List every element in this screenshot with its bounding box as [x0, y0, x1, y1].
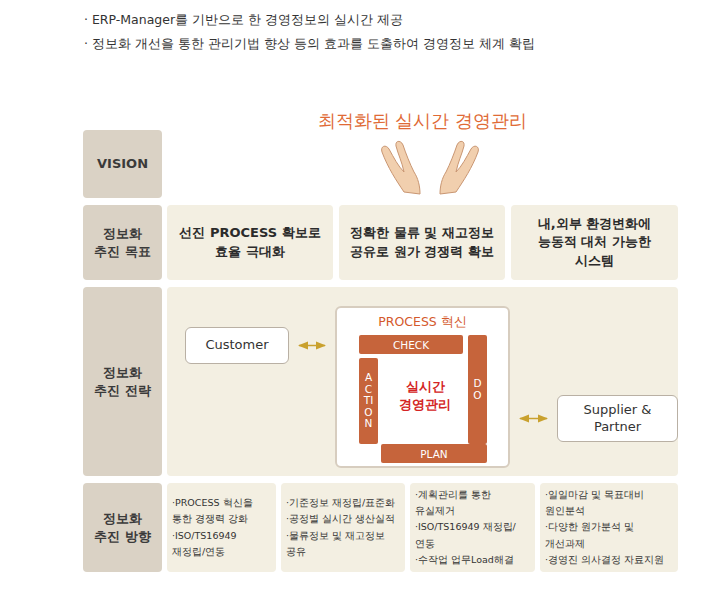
node-text: 정보화 추진 전략	[89, 364, 156, 399]
cycle-bar: PLAN	[381, 444, 487, 463]
goal-box: 정확한 물류 및 재고정보 공유로 원가 경쟁력 확보	[339, 205, 505, 280]
node-text: DO	[472, 378, 483, 401]
node-text: ·ISO/TS16949 재정립/연동	[415, 519, 530, 551]
node-text: ·기준정보 재정립/표준화	[286, 495, 395, 511]
vision-ground	[167, 130, 678, 198]
node-text: PROCESS 혁신	[378, 314, 467, 331]
goal-box: 내,외부 환경변화에 능동적 대처 가능한 시스템	[511, 205, 678, 280]
row-header: 정보화 추진 방향	[83, 483, 162, 572]
strategy-panel	[167, 287, 678, 476]
intro-note: · 정보화 개선을 통한 관리기법 향상 등의 효과를 도출하여 경영정보 체계…	[84, 36, 535, 53]
node-text: 정확한 물류 및 재고정보 공유로 원가 경쟁력 확보	[347, 224, 497, 260]
node-text: ·물류정보 및 재고정보 공유	[286, 528, 400, 560]
vision-title: 최적화된 실시간 경영관리	[167, 109, 678, 133]
node-text: ACTION	[363, 372, 374, 430]
node-text: ·수작업 업무Load해결	[415, 552, 514, 568]
node-text: 정보화 추진 방향	[89, 510, 156, 545]
node-text: VISION	[97, 155, 148, 173]
cycle-bar: DO	[468, 335, 487, 444]
goal-box: 선진 PROCESS 확보로 효율 극대화	[167, 205, 333, 280]
hands-illustration	[382, 141, 479, 194]
node-text: ·PROCESS 혁신을 통한 경쟁력 강화	[172, 495, 271, 527]
node-text: ·일일마감 및 목표대비 원인분석	[545, 487, 673, 519]
double-arrow	[520, 418, 547, 420]
node-text: PLAN	[420, 448, 447, 460]
node-text: ·계획관리를 통한 유실제거	[415, 487, 530, 519]
node-text: ·다양한 원가분석 및 개선과제	[545, 519, 673, 551]
row-header: 정보화 추진 전략	[83, 287, 162, 476]
partner-box: Supplier & Partner	[557, 395, 678, 442]
intro-note: · ERP-Manager를 기반으로 한 경영정보의 실시간 제공	[84, 12, 403, 29]
node-text: Supplier & Partner	[578, 402, 658, 435]
node-text: 정보화 추진 목표	[89, 225, 156, 260]
row-header: VISION	[83, 130, 162, 198]
direction-box: ·일일마감 및 목표대비 원인분석·다양한 원가분석 및 개선과제·경영진 의사…	[540, 483, 678, 572]
node-text: CHECK	[393, 339, 429, 351]
cycle-bar: CHECK	[359, 335, 463, 354]
direction-box: ·기준정보 재정립/표준화·공정별 실시간 생산실적·물류정보 및 재고정보 공…	[281, 483, 405, 572]
node-text: ·ISO/TS16949 재정립/연동	[172, 528, 271, 560]
node-text: 실시간 경영관리	[385, 378, 465, 413]
process-box: PROCESS 혁신실시간 경영관리 CHECK DO PLAN ACTION	[335, 306, 510, 468]
double-arrow	[299, 345, 325, 347]
node-text: ·공정별 실시간 생산실적	[286, 511, 395, 527]
direction-box: ·계획관리를 통한 유실제거·ISO/TS16949 재정립/연동·수작업 업무…	[410, 483, 535, 572]
node-text: ·경영진 의사결정 자료지원	[545, 552, 664, 568]
direction-box: ·PROCESS 혁신을 통한 경쟁력 강화·ISO/TS16949 재정립/연…	[167, 483, 276, 572]
cycle-bar: ACTION	[359, 358, 378, 444]
node-text: 내,외부 환경변화에 능동적 대처 가능한 시스템	[519, 215, 670, 270]
row-header: 정보화 추진 목표	[83, 205, 162, 280]
partner-box: Customer	[185, 327, 289, 364]
node-text: 선진 PROCESS 확보로 효율 극대화	[175, 224, 325, 260]
node-text: Customer	[205, 337, 268, 353]
